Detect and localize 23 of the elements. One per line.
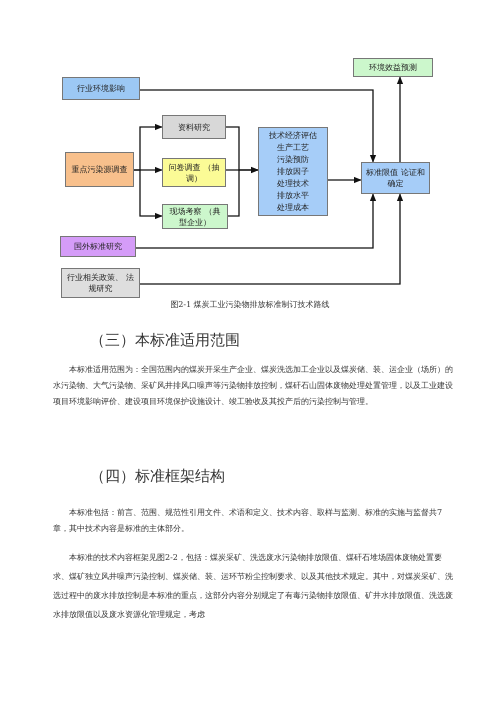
process-box: 国外标准研究 [60,236,136,257]
section-heading: （三）本标准适用范围 [90,330,241,350]
section-heading: （四）标准框架结构 [90,466,226,486]
process-box: 行业相关政策、 法规研究 [61,268,140,298]
body-paragraph: 本标准的技术内容框架见图2-2，包括：煤炭采矿、洗选废水污染物排放限值、煤矸石堆场固体废物处置要求、煤矿独立风井噪声污染控制、煤炭储、装、运环节粉尘控制要求、以及其他技术规定。其中，对煤炭采矿、洗选过程中的废水排放控制是本标准的重点，这部分内容分别规定了有毒污染物排放限值、矿井水排放限值、洗选废水排放限值以及废水资源化管理规定，考虑 [53,552,453,621]
process-box: 环境效益预测 [353,58,433,77]
body-paragraph: 本标准包括：前言、范围、规范性引用文件、术语和定义、技术内容、取样与监测、标准的实施与监督共7章，其中技术内容是标准的主体部分。 [53,507,444,535]
arrow [228,166,259,217]
process-box: 技术经济评估 生产工艺 污染预防 排放因子 处理技术 排放水平 处理成本 [258,127,328,216]
arrow [140,193,404,285]
process-box: 行业环境影响 [62,77,140,100]
arrow [140,89,376,163]
process-box: 标准限值 论证和确定 [361,162,430,194]
process-box: 重点污染源调查 [65,152,134,187]
arrow [134,169,163,220]
process-box: 现场考察 （典型企业） [162,204,228,229]
process-box: 资料研究 [162,115,226,139]
arrow [328,176,362,184]
process-box: 问卷调查 （抽调） [162,158,226,187]
figure-caption: 图2-1 煤炭工业污染物排放标准制订技术路线 [169,299,331,311]
arrow [136,193,376,249]
body-paragraph: 本标准适用范围为：全国范围内的煤炭开采生产企业、煤炭洗选加工企业以及煤炭储、装、运企业（场所）的水污染物、大气污染物、采矿风井排风口噪声等污染物排放控制，煤矸石山固体废物处理处置管理，以及工业建设项目环境影响评价、建设项目环境保护设施设计、竣工验收及其投产后的污染控制与管理。 [53,364,453,408]
arrow [396,76,404,162]
